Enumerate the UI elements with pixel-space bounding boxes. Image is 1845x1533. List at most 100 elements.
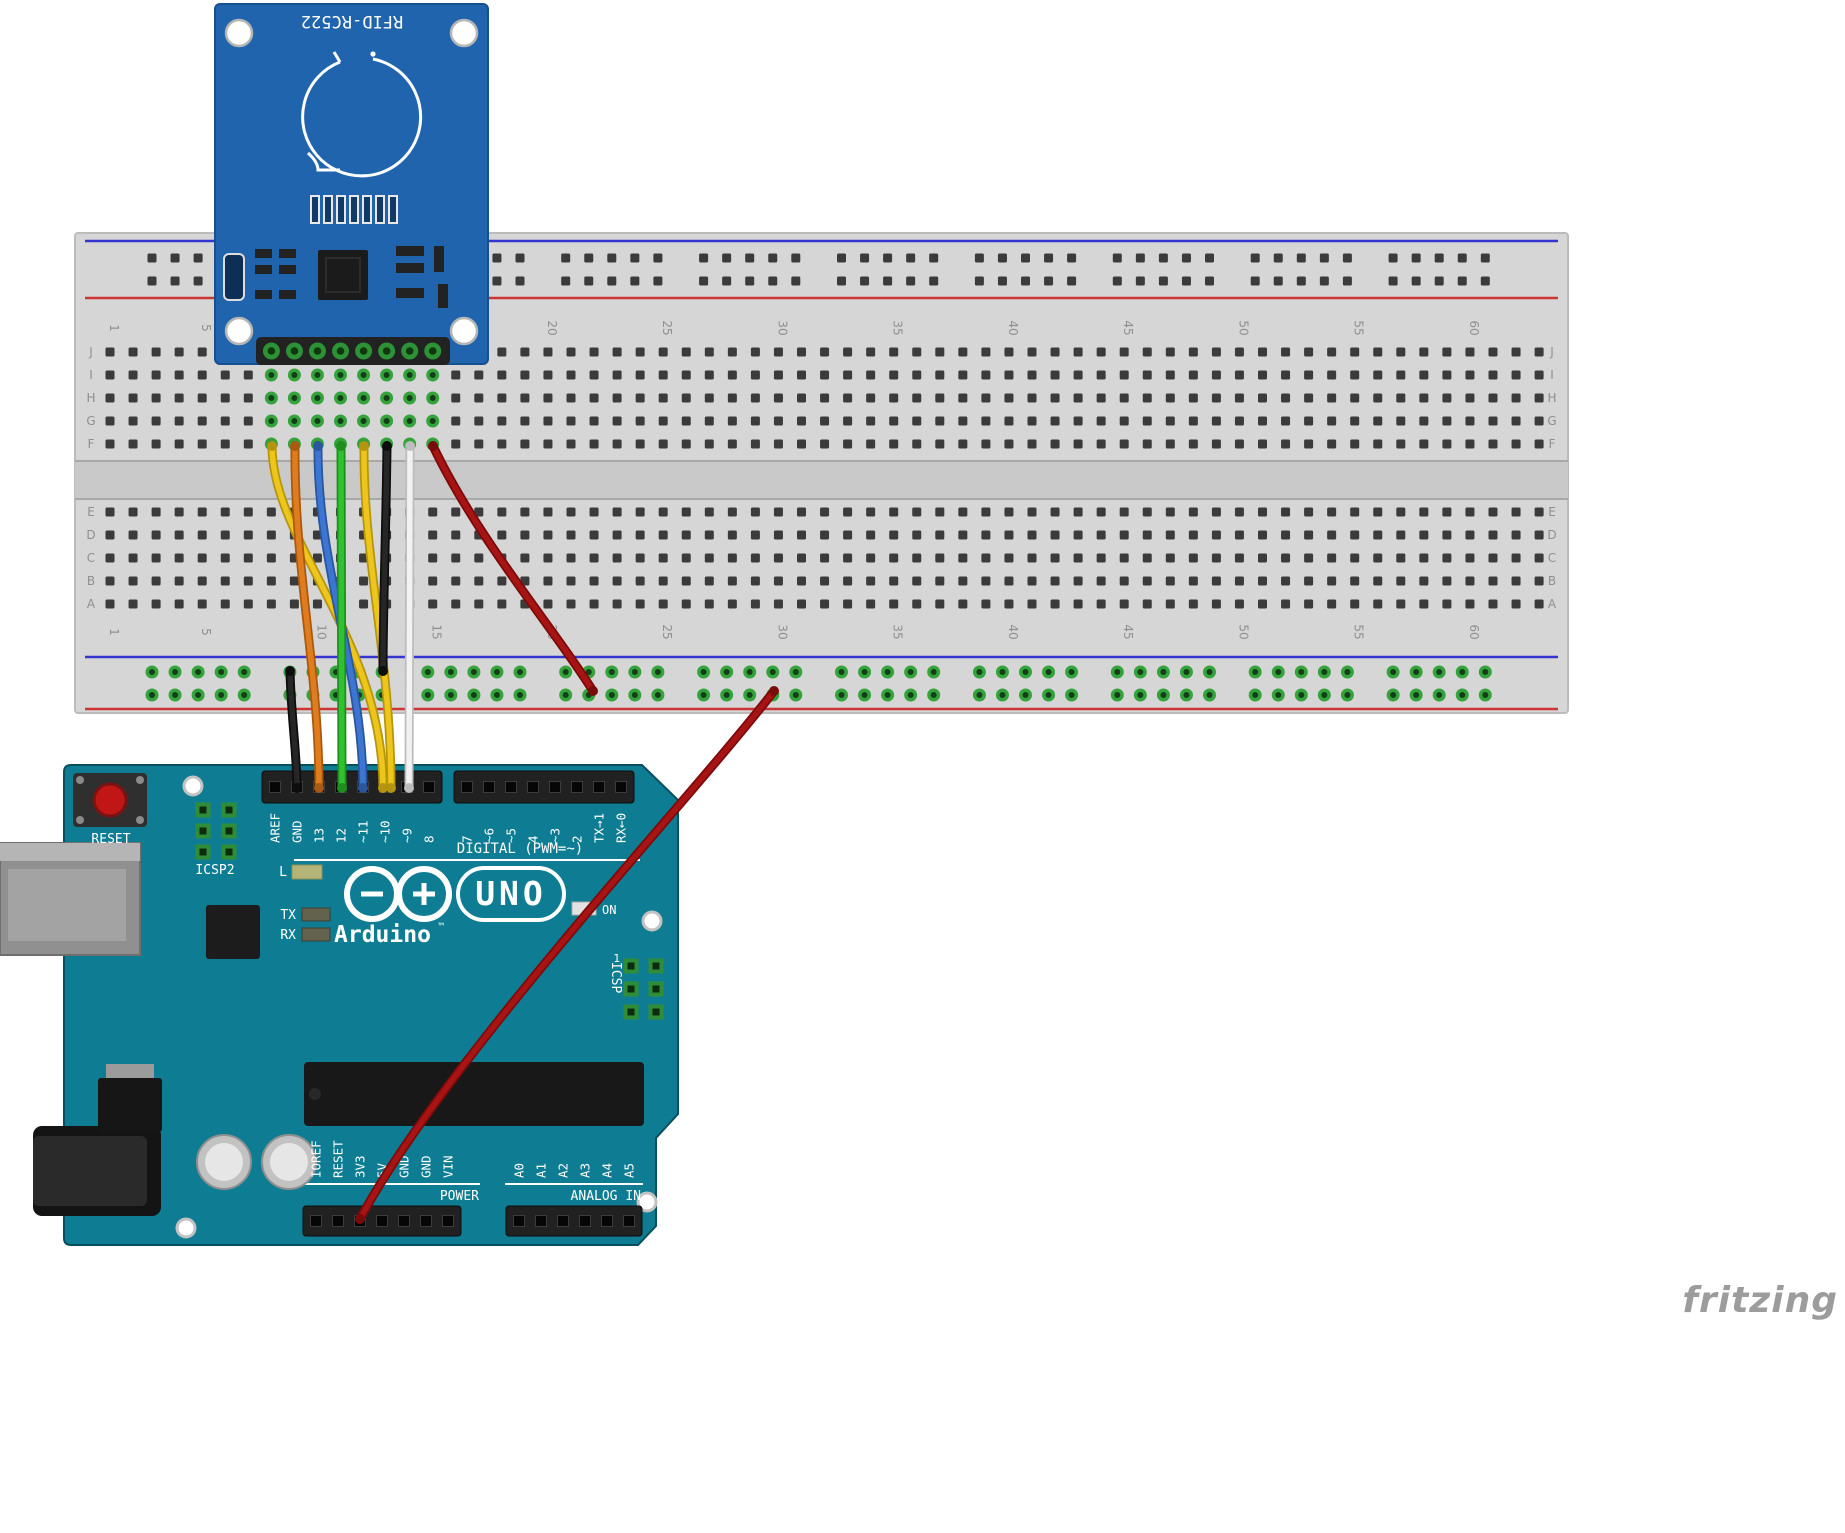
wire-end[interactable] [292,783,302,793]
breadboard-hole-center [383,418,390,424]
icsp-pin-center [652,962,660,970]
breadboard-hole [1319,276,1329,286]
header-pin-hole[interactable] [332,1215,344,1227]
header-pin-hole[interactable] [269,781,281,793]
breadboard-hole [1004,439,1014,449]
breadboard-hole [958,507,968,517]
wire-end[interactable] [290,441,300,451]
header-pin-hole[interactable] [623,1215,635,1227]
header-pin-hole[interactable] [571,781,583,793]
wire-end[interactable] [359,441,369,451]
wire-yellow-1[interactable] [269,443,386,791]
wire-end[interactable] [588,686,598,696]
wire-red-2[interactable] [357,688,777,1222]
wire-end[interactable] [404,783,414,793]
header-pin-hole[interactable] [593,781,605,793]
breadboard-hole [843,530,853,540]
breadboard-hole [289,576,299,586]
breadboard-hole [866,507,876,517]
wire-end[interactable] [355,1214,365,1224]
wire-green[interactable] [338,443,345,791]
header-pin-hole[interactable] [557,1215,569,1227]
pin-label: AREF [268,813,283,843]
breadboard-hole [653,276,663,286]
breadboard-hole [197,393,207,403]
rfid-pin-header[interactable] [256,337,450,365]
breadboard-hole-center [149,669,155,675]
breadboard-hole [912,416,922,426]
wire-end[interactable] [285,666,295,676]
digital-header-left[interactable] [261,770,443,804]
header-pin-hole[interactable] [442,1215,454,1227]
breadboard-hole [147,253,157,263]
wire-end[interactable] [405,441,415,451]
header-pin-hole[interactable] [513,1215,525,1227]
pin-label: 4 [526,835,541,843]
header-pin-hole[interactable] [376,1215,388,1227]
breadboard-hole [1511,439,1521,449]
breadboard-hole-center [1206,669,1213,675]
smd-component [279,249,296,258]
wire-end[interactable] [428,441,438,451]
digital-header-right[interactable] [453,770,635,804]
usb-connector[interactable] [0,842,141,956]
wire-end[interactable] [378,666,388,676]
breadboard-hole [768,276,778,286]
header-pin-hole[interactable] [615,781,627,793]
header-pin-hole[interactable] [535,1215,547,1227]
header-pin-hole[interactable] [579,1215,591,1227]
breadboard-hole-center [424,669,431,675]
breadboard-hole-center [999,669,1006,675]
wire-black-1[interactable] [380,443,390,674]
digital-title: DIGITAL (PWM=~) [457,841,583,857]
header-pin-hole[interactable] [601,1215,613,1227]
breadboard-hole [1511,416,1521,426]
rfid-board[interactable] [214,3,489,365]
header-pin-hole[interactable] [505,781,517,793]
breadboard-row-letter: I [1550,368,1554,382]
wire-red-1[interactable] [430,443,596,694]
header-pin-hole[interactable] [527,781,539,793]
breadboard-hole [1488,507,1498,517]
breadboard-hole [797,416,806,426]
wire-end[interactable] [378,783,388,793]
wire-end[interactable] [314,783,324,793]
header-pin-hole[interactable] [310,1215,322,1227]
breadboard-hole-center [447,669,454,675]
breadboard-hole [1119,347,1129,357]
wire-end[interactable] [267,441,277,451]
breadboard-hole [658,416,668,426]
reset-button[interactable] [73,773,147,827]
breadboard-hole [1350,370,1360,380]
wire-end[interactable] [769,686,779,696]
breadboard-hole [174,507,184,517]
wire-end[interactable] [313,441,323,451]
wire-orange[interactable] [292,443,322,791]
wire-black-2[interactable] [287,668,300,791]
wire-white[interactable] [406,443,413,791]
wire-end[interactable] [337,783,347,793]
power-jack[interactable] [33,1126,161,1216]
reset-button-cap[interactable] [92,782,128,818]
header-pin-hole[interactable] [398,1215,410,1227]
wire-yellow-2[interactable] [361,443,394,791]
breadboard-hole [630,253,640,263]
header-pin-hole[interactable] [420,1215,432,1227]
wire-end[interactable] [336,441,346,451]
header-pin-hole[interactable] [461,781,473,793]
breadboard-hole [1488,599,1498,609]
analog-header[interactable] [505,1205,643,1237]
rfid-rc522-module[interactable]: RFID-RC522 [214,3,489,365]
header-pin-hole[interactable] [423,781,435,793]
header-pin-hole[interactable] [549,781,561,793]
breadboard-hole [750,530,760,540]
wire-end[interactable] [386,783,396,793]
icsp-pin-center [627,1008,635,1016]
wire-end[interactable] [358,783,368,793]
header-pin-hole[interactable] [483,781,495,793]
breadboard-hole [1465,393,1475,403]
breadboard-hole [612,393,622,403]
arduino-uno[interactable]: RESET DIGITAL (PWM=~) POWER ANALOG IN L … [0,764,679,1246]
wire-end[interactable] [382,441,392,451]
breadboard-hole-center [976,669,983,675]
